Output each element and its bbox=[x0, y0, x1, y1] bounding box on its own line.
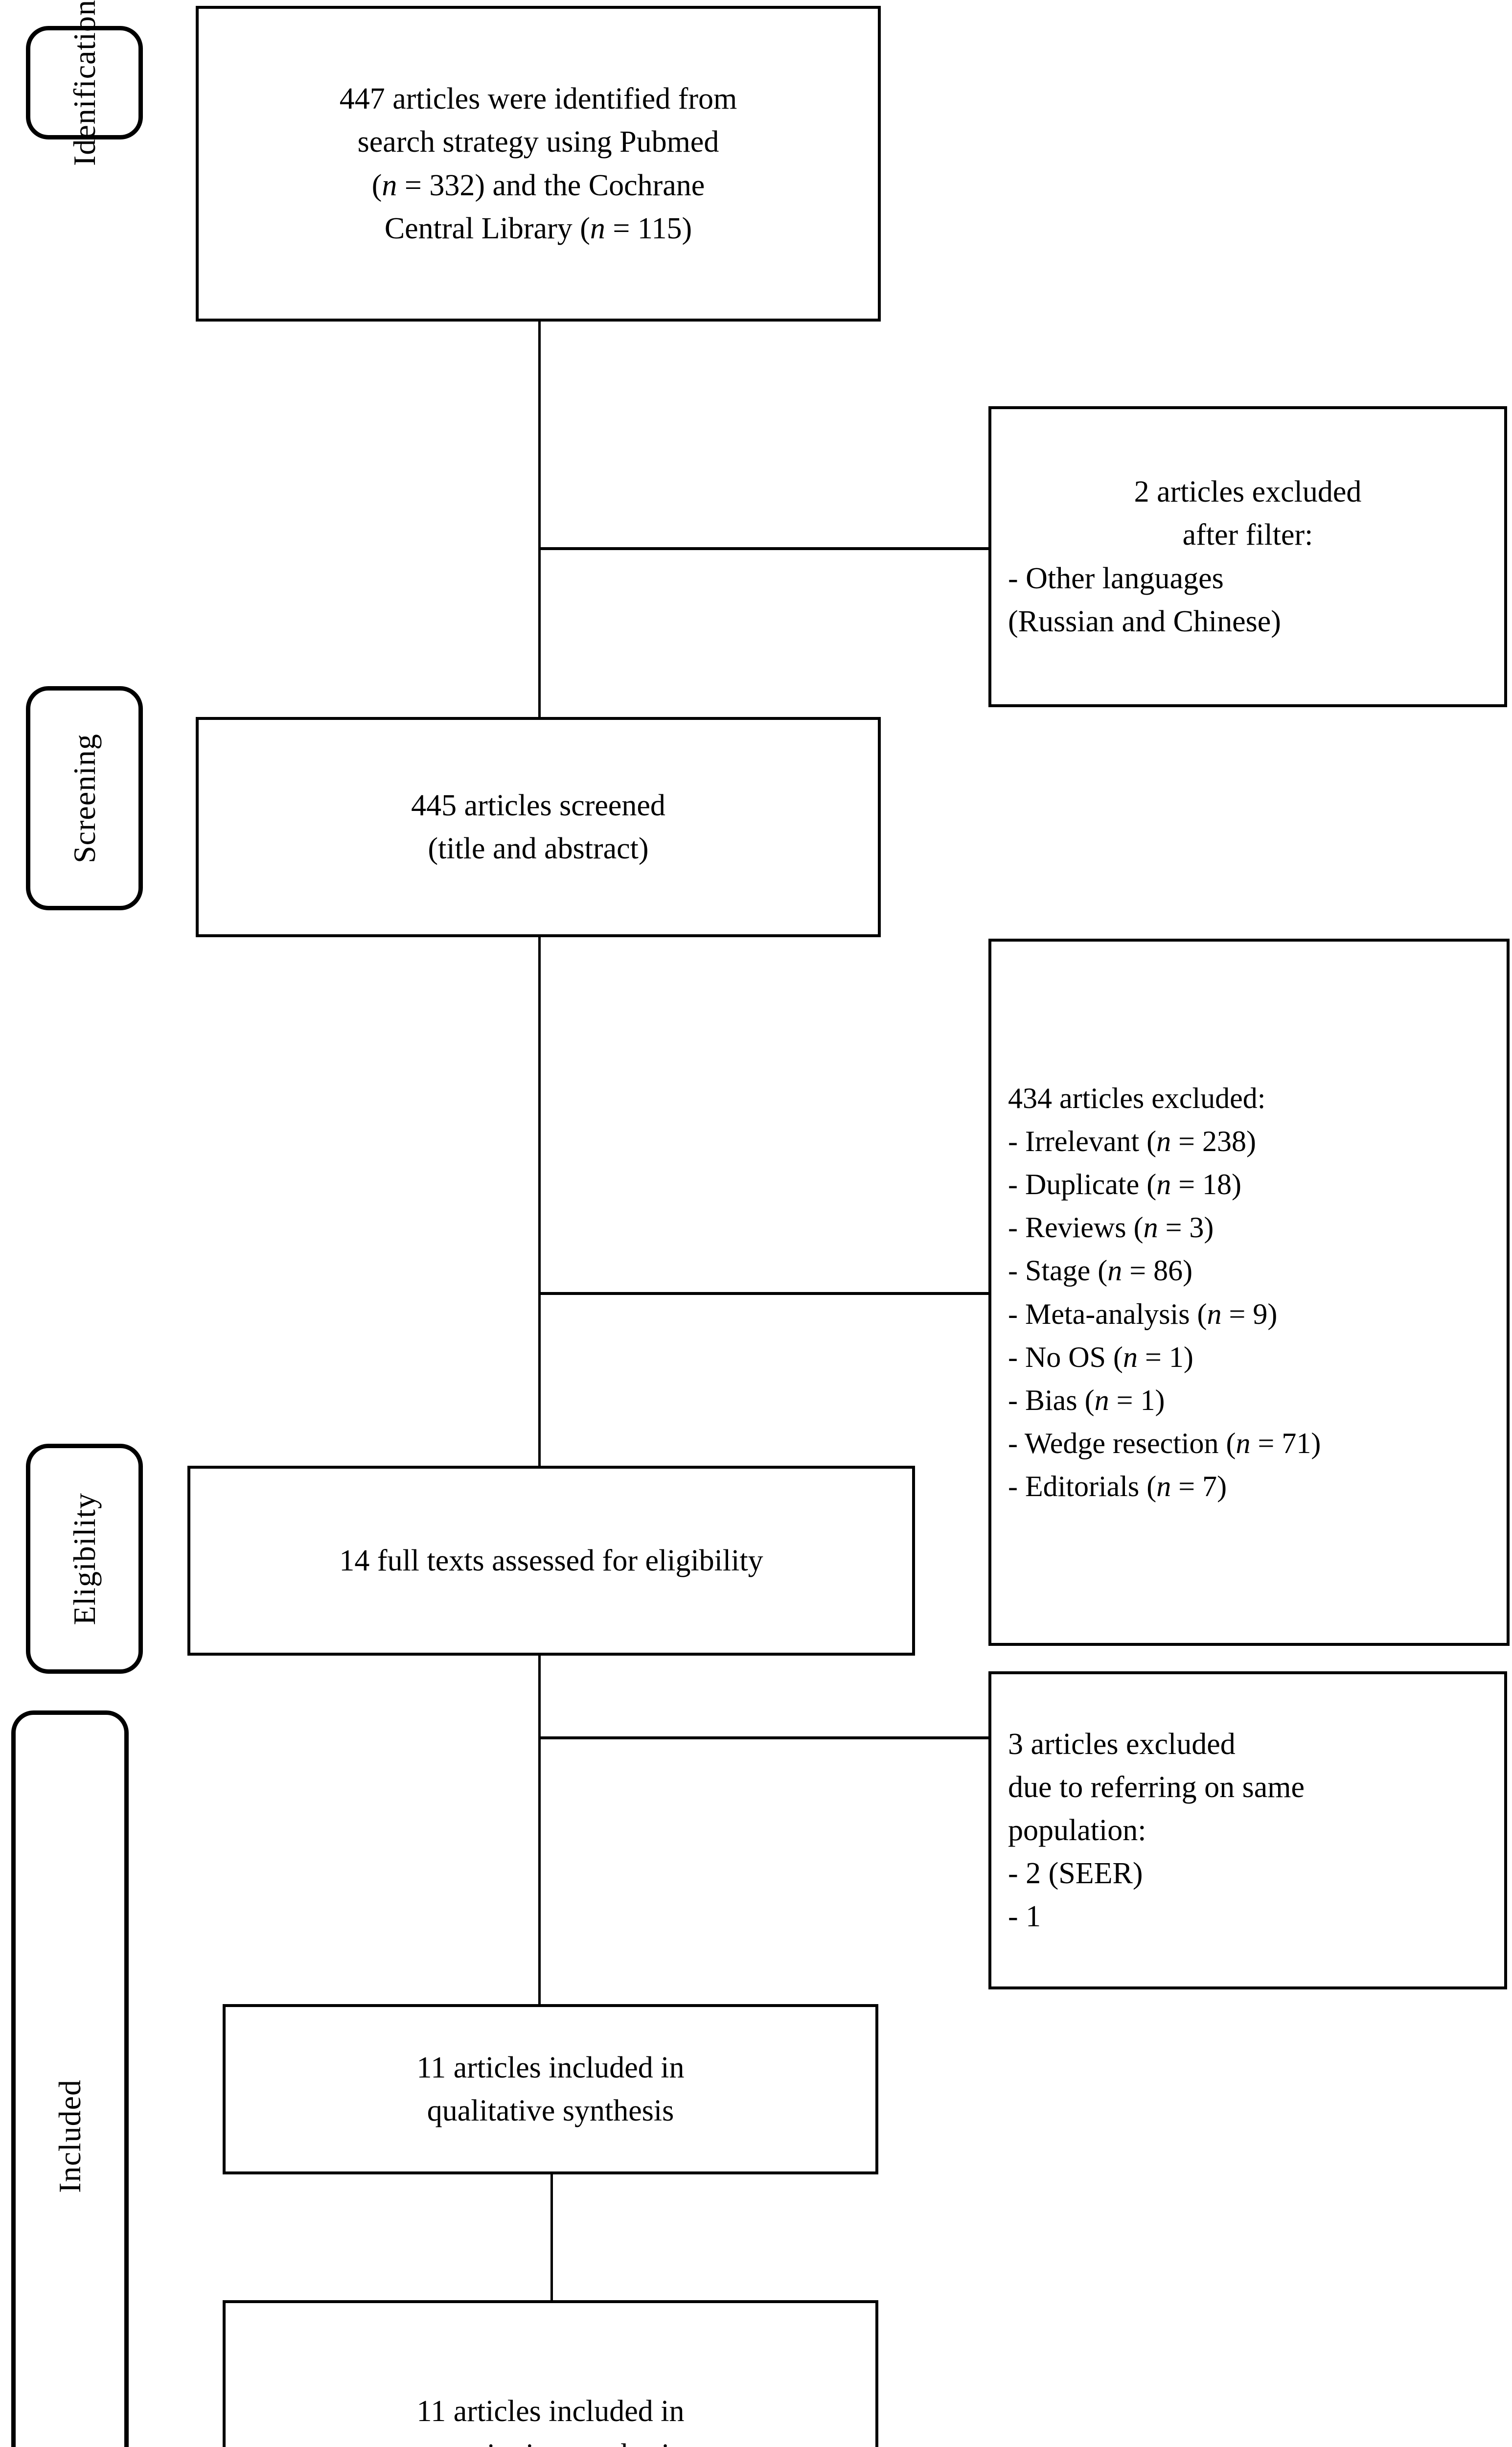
flow-box-line: quantitative synthesis bbox=[419, 2433, 682, 2447]
exclusion-line: - Reviews (n = 3) bbox=[1008, 1211, 1214, 1244]
connector-qualitative-to-quantitative bbox=[550, 2173, 553, 2301]
flow-box-line: 445 articles screened bbox=[411, 788, 665, 822]
flow-box-identified: 447 articles were identified from search… bbox=[196, 6, 881, 322]
exclusion-line: after filter: bbox=[1182, 518, 1313, 552]
stage-label-included: Included bbox=[52, 2079, 87, 2193]
stage-label-eligibility: Eligibility bbox=[67, 1492, 102, 1625]
exclusion-line: - Other languages bbox=[1008, 561, 1224, 595]
flow-box-line: 11 articles included in bbox=[416, 2395, 685, 2428]
stage-pill-screening: Screening bbox=[26, 686, 143, 910]
exclusion-line: (Russian and Chinese) bbox=[1008, 604, 1281, 638]
flow-box-full-texts-assessed: 14 full texts assessed for eligibility bbox=[187, 1466, 915, 1656]
flow-box-line: Central Library (n = 115) bbox=[384, 211, 692, 245]
exclusion-line: - 1 bbox=[1008, 1900, 1041, 1934]
exclusion-line: population: bbox=[1008, 1813, 1146, 1847]
exclusion-line: 434 articles excluded: bbox=[1008, 1082, 1266, 1114]
exclusion-line: 3 articles excluded bbox=[1008, 1727, 1236, 1761]
exclusion-line: - Stage (n = 86) bbox=[1008, 1254, 1193, 1287]
exclusion-line: - Irrelevant (n = 238) bbox=[1008, 1125, 1256, 1157]
flow-box-screened: 445 articles screened (title and abstrac… bbox=[196, 717, 881, 937]
stage-pill-eligibility: Eligibility bbox=[26, 1444, 143, 1674]
stage-pill-included: Included bbox=[11, 1710, 129, 2447]
stage-pill-identification: Idenification bbox=[26, 0, 143, 166]
exclusion-line: - Bias (n = 1) bbox=[1008, 1384, 1165, 1416]
connector-branch-to-excluded-434 bbox=[538, 1292, 991, 1295]
stage-label-identification: Idenification bbox=[67, 0, 102, 166]
exclusion-line: 2 articles excluded bbox=[1134, 475, 1362, 509]
stage-label-screening: Screening bbox=[67, 733, 102, 863]
flow-box-qualitative-synthesis: 11 articles included in qualitative synt… bbox=[223, 2004, 878, 2174]
flow-box-line: (title and abstract) bbox=[428, 832, 649, 865]
exclusion-line: - No OS (n = 1) bbox=[1008, 1340, 1193, 1373]
exclusion-line: - Meta-analysis (n = 9) bbox=[1008, 1297, 1278, 1330]
connector-screened-to-assessed bbox=[538, 936, 541, 1467]
exclusion-line: - 2 (SEER) bbox=[1008, 1857, 1143, 1891]
flow-box-line: 14 full texts assessed for eligibility bbox=[339, 1544, 763, 1577]
flow-box-quantitative-synthesis: 11 articles included in quantitative syn… bbox=[223, 2300, 878, 2447]
flow-box-line: 11 articles included in bbox=[416, 2051, 685, 2084]
exclusion-line: - Duplicate (n = 18) bbox=[1008, 1168, 1242, 1200]
flow-box-line: (n = 332) and the Cochrane bbox=[371, 168, 705, 202]
flow-box-line: 447 articles were identified from bbox=[339, 82, 737, 116]
flow-box-excluded-434: 434 articles excluded: - Irrelevant (n =… bbox=[988, 939, 1510, 1646]
connector-branch-to-excluded-population bbox=[538, 1736, 991, 1739]
flow-box-excluded-same-population: 3 articles excluded due to referring on … bbox=[988, 1671, 1507, 1989]
exclusion-line: due to referring on same bbox=[1008, 1770, 1305, 1804]
exclusion-line: - Wedge resection (n = 71) bbox=[1008, 1427, 1321, 1460]
exclusion-line: - Editorials (n = 7) bbox=[1008, 1470, 1227, 1503]
flow-box-line: qualitative synthesis bbox=[427, 2094, 674, 2127]
flow-box-excluded-after-filter: 2 articles excluded after filter: - Othe… bbox=[988, 406, 1507, 707]
connector-identified-to-screened bbox=[538, 321, 541, 718]
flow-box-line: search strategy using Pubmed bbox=[357, 125, 719, 159]
connector-branch-to-excluded-filter bbox=[538, 547, 991, 550]
connector-assessed-to-qualitative bbox=[538, 1654, 541, 2005]
